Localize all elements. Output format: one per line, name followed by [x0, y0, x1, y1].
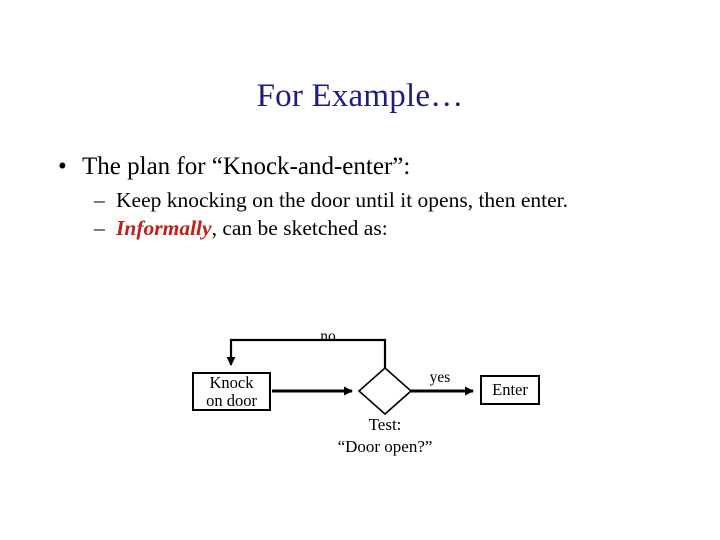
node-test-caption: Test: “Door open?” [310, 414, 460, 458]
edge-label-yes: yes [429, 369, 451, 386]
node-test-caption-line1: Test: [368, 415, 402, 434]
bullet-marker: – [94, 188, 105, 212]
bullet-level2-text: Keep knocking on the door until it opens… [116, 188, 569, 212]
slide-body: • The plan for “Knock-and-enter”: – Keep… [46, 150, 686, 242]
flowchart-diagram: Knock on door Enter no yes Test: “Door o… [0, 322, 720, 472]
flowchart-connectors [226, 338, 474, 416]
emphasis-informally: Informally [116, 216, 212, 240]
bullet-marker: – [94, 216, 105, 240]
node-enter-label: Enter [492, 380, 528, 399]
bullet-level2-informally: – Informally, can be sketched as: [46, 214, 686, 242]
decision-diamond [357, 366, 413, 416]
bullet-level2-text-after: , can be sketched as: [211, 216, 388, 240]
node-knock-on-door: Knock on door [192, 372, 271, 411]
bullet-level1-text: The plan for “Knock-and-enter”: [82, 153, 411, 180]
bullet-level1: • The plan for “Knock-and-enter”: [46, 150, 686, 183]
node-knock-label-line1: Knock [209, 372, 254, 392]
edge-test-to-knock [226, 338, 387, 368]
page-title: For Example… [256, 78, 464, 114]
bullet-marker: • [58, 153, 67, 180]
node-knock-label-line2: on door [206, 390, 257, 410]
bullet-level2-keep-knocking: – Keep knocking on the door until it ope… [46, 186, 686, 214]
node-test-caption-line2: “Door open?” [337, 437, 433, 456]
node-enter: Enter [480, 375, 540, 405]
edge-label-no: no [320, 328, 336, 345]
